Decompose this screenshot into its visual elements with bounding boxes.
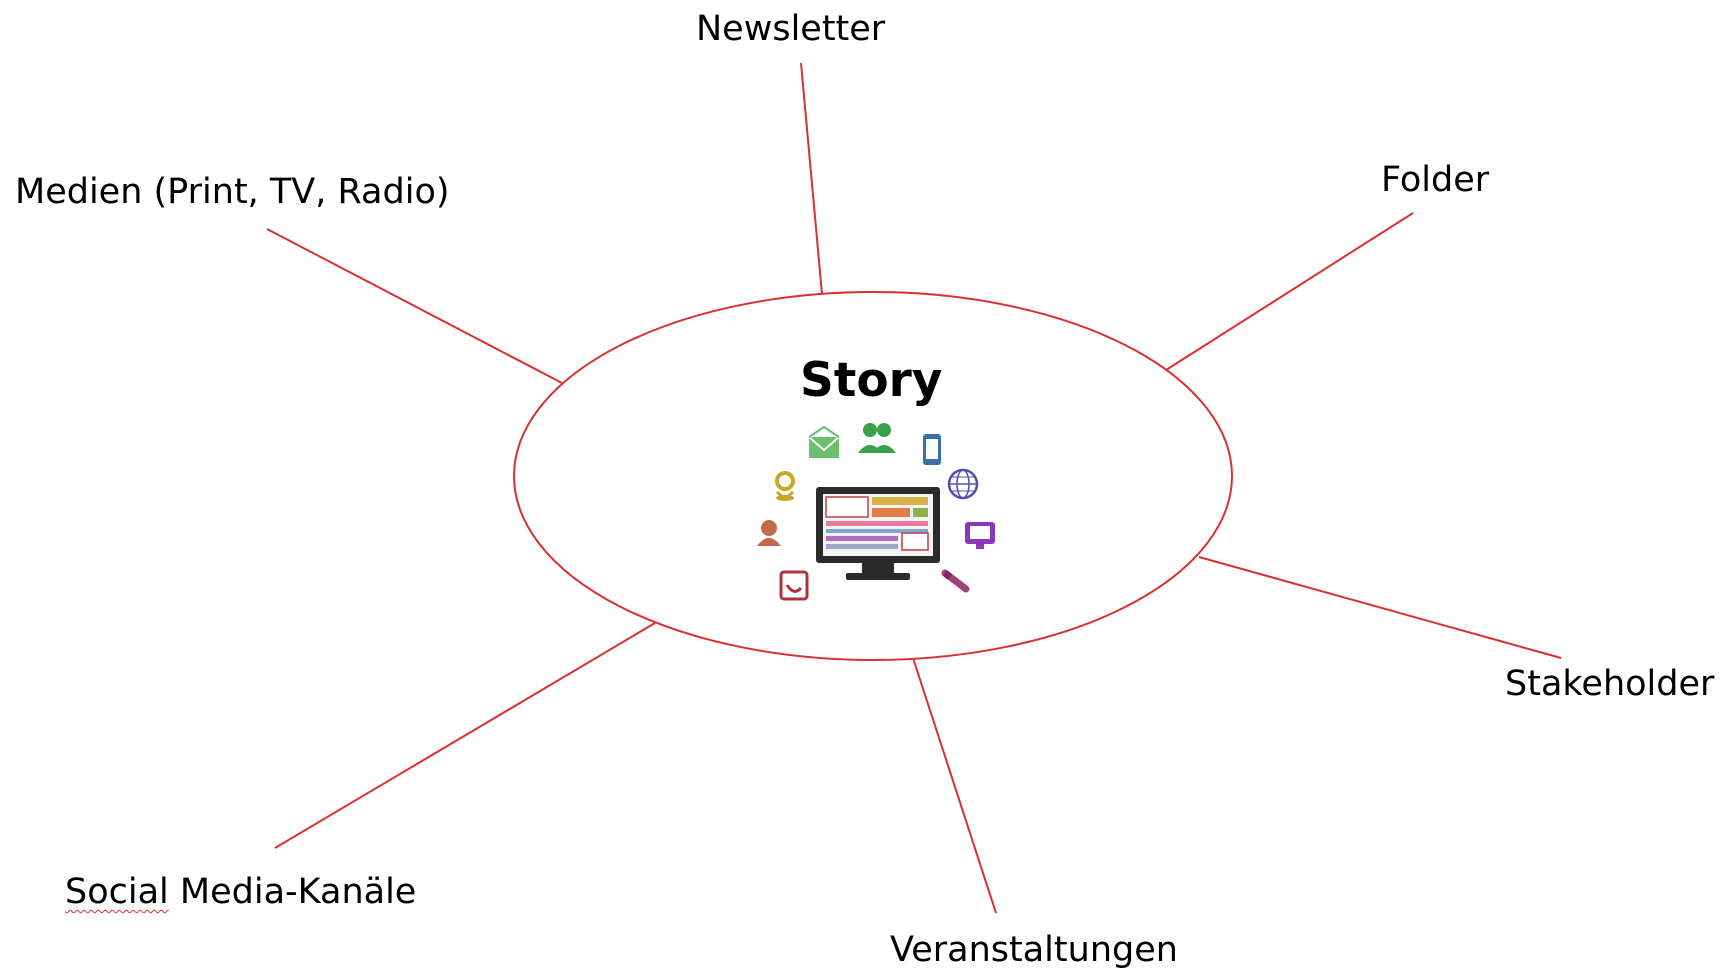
connector-stakeholder <box>1198 556 1562 659</box>
label-medien: Medien (Print, TV, Radio) <box>15 172 450 212</box>
monitor-icon <box>816 487 940 580</box>
connector-medien <box>266 228 563 384</box>
label-social-media-rest: Media-Kanäle <box>168 872 417 912</box>
label-social-media-word1: Social <box>65 872 169 912</box>
pencil-icon <box>941 569 970 593</box>
smartphone-icon <box>923 434 941 465</box>
person-icon <box>757 520 781 546</box>
connector-social-media <box>274 622 656 849</box>
globe-icon <box>947 468 979 500</box>
story-title: Story <box>800 353 943 408</box>
label-stakeholder: Stakeholder <box>1505 664 1715 704</box>
phone-icon <box>779 570 809 601</box>
label-folder: Folder <box>1381 160 1490 200</box>
connector-veranstaltungen <box>912 657 997 914</box>
label-social-media: Social Media-Kanäle <box>65 875 416 910</box>
envelope-icon <box>808 425 840 458</box>
connector-newsletter <box>800 62 823 295</box>
connector-folder <box>1165 212 1414 371</box>
story-illustration <box>757 423 995 601</box>
location-pin-icon <box>775 471 795 501</box>
tv-icon <box>965 522 995 549</box>
label-newsletter: Newsletter <box>696 9 886 49</box>
label-veranstaltungen: Veranstaltungen <box>890 930 1178 970</box>
people-icon <box>858 423 896 453</box>
story-ellipse <box>513 291 1233 661</box>
